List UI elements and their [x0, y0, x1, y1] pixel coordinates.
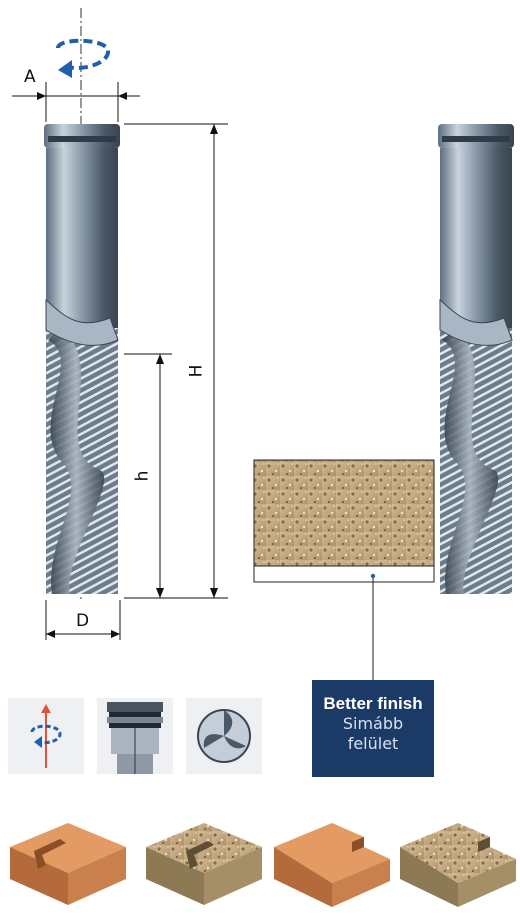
collet-chuck-icon: [97, 698, 173, 774]
spiral-flute: [48, 330, 105, 594]
better-finish-badge: Better finish Simább felület: [312, 680, 434, 777]
dim-H-label: H: [186, 364, 207, 378]
cutter-cross-section-icon: [186, 698, 262, 774]
finish-title: Better finish: [323, 694, 423, 713]
chipboard-sample: [253, 459, 435, 567]
rebate-wood-icon: [274, 823, 390, 907]
rebate-chipboard-icon: [400, 823, 516, 907]
rotation-direction-icon: [8, 698, 84, 774]
rotation-arrowhead: [58, 60, 72, 78]
slot-wood-icon: [10, 823, 126, 905]
dim-h-label: h: [132, 470, 153, 482]
right-tool-shank: [440, 148, 512, 328]
tool-shank: [46, 148, 118, 328]
dim-A-label: A: [24, 67, 36, 87]
sample-surface: [253, 565, 435, 583]
rotation-arrow-icon: [56, 38, 110, 70]
finish-subtitle-1: Simább: [342, 714, 404, 733]
finish-subtitle-2: felület: [347, 734, 399, 753]
slot-chipboard-icon: [146, 823, 262, 905]
dim-D-label: D: [76, 611, 90, 631]
finish-pointer-dot: [370, 573, 376, 579]
